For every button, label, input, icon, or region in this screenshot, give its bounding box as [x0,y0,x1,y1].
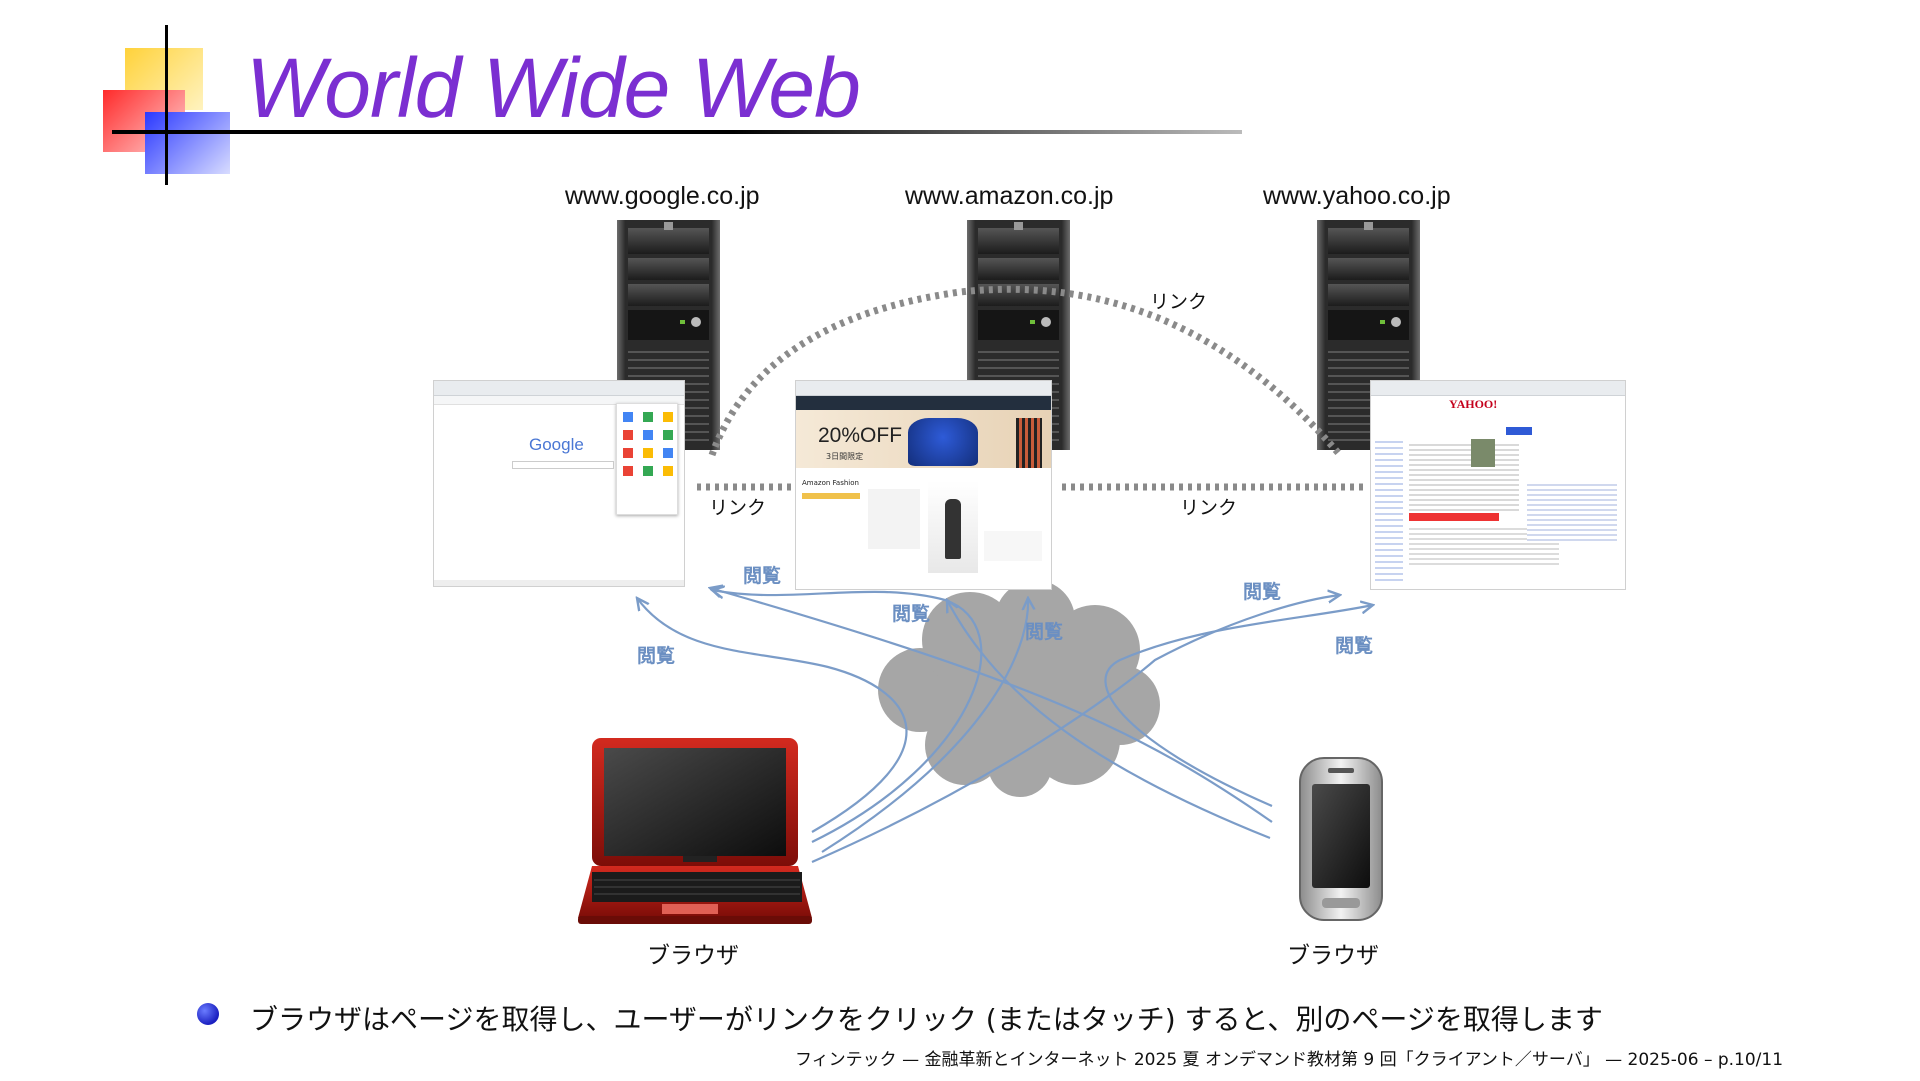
browser-label-phone: ブラウザ [1287,943,1379,969]
yahoo-logo: YAHOO! [1449,397,1498,411]
browser-label-laptop: ブラウザ [647,943,739,969]
browse-arrows [637,588,1373,864]
laptop-icon [578,738,812,924]
view-label-2: 閲覧 [637,645,676,667]
page-title: World Wide Web [246,41,861,135]
server-label-yahoo: www.yahoo.co.jp [1263,182,1451,210]
internet-cloud-icon [878,580,1160,797]
bullet-icon [197,1003,219,1025]
view-label-5: 閲覧 [1243,581,1282,603]
view-label-4: 閲覧 [1025,621,1064,643]
link-label-google-amazon: リンク [709,497,767,519]
yahoo-page-screenshot: YAHOO! [1370,380,1626,590]
server-label-amazon: www.amazon.co.jp [905,182,1114,210]
view-label-6: 閲覧 [1335,635,1374,657]
google-logo: Google [529,435,584,454]
slide-footer: フィンテック — 金融革新とインターネット 2025 夏 オンデマンド教材第 9… [795,1050,1784,1070]
link-connections [697,285,1368,491]
link-label-arc: リンク [1150,291,1208,313]
smartphone-icon [1299,757,1383,921]
server-tower-google [617,220,720,450]
view-label-3: 閲覧 [892,603,931,625]
google-page-screenshot: Google [433,380,685,587]
link-label-amazon-yahoo: リンク [1180,497,1238,519]
amazon-banner: 20%OFF [818,424,903,447]
server-label-google: www.google.co.jp [565,182,760,210]
amazon-banner-sub: 3日間限定 [826,452,864,461]
amazon-section: Amazon Fashion [802,479,859,487]
bullet-text: ブラウザはページを取得し、ユーザーがリンクをクリック (またはタッチ) すると、… [250,1003,1603,1036]
title-rule [112,130,1242,134]
amazon-page-screenshot: 20%OFF 3日間限定 Amazon Fashion [795,380,1052,590]
view-label-1: 閲覧 [743,565,782,587]
